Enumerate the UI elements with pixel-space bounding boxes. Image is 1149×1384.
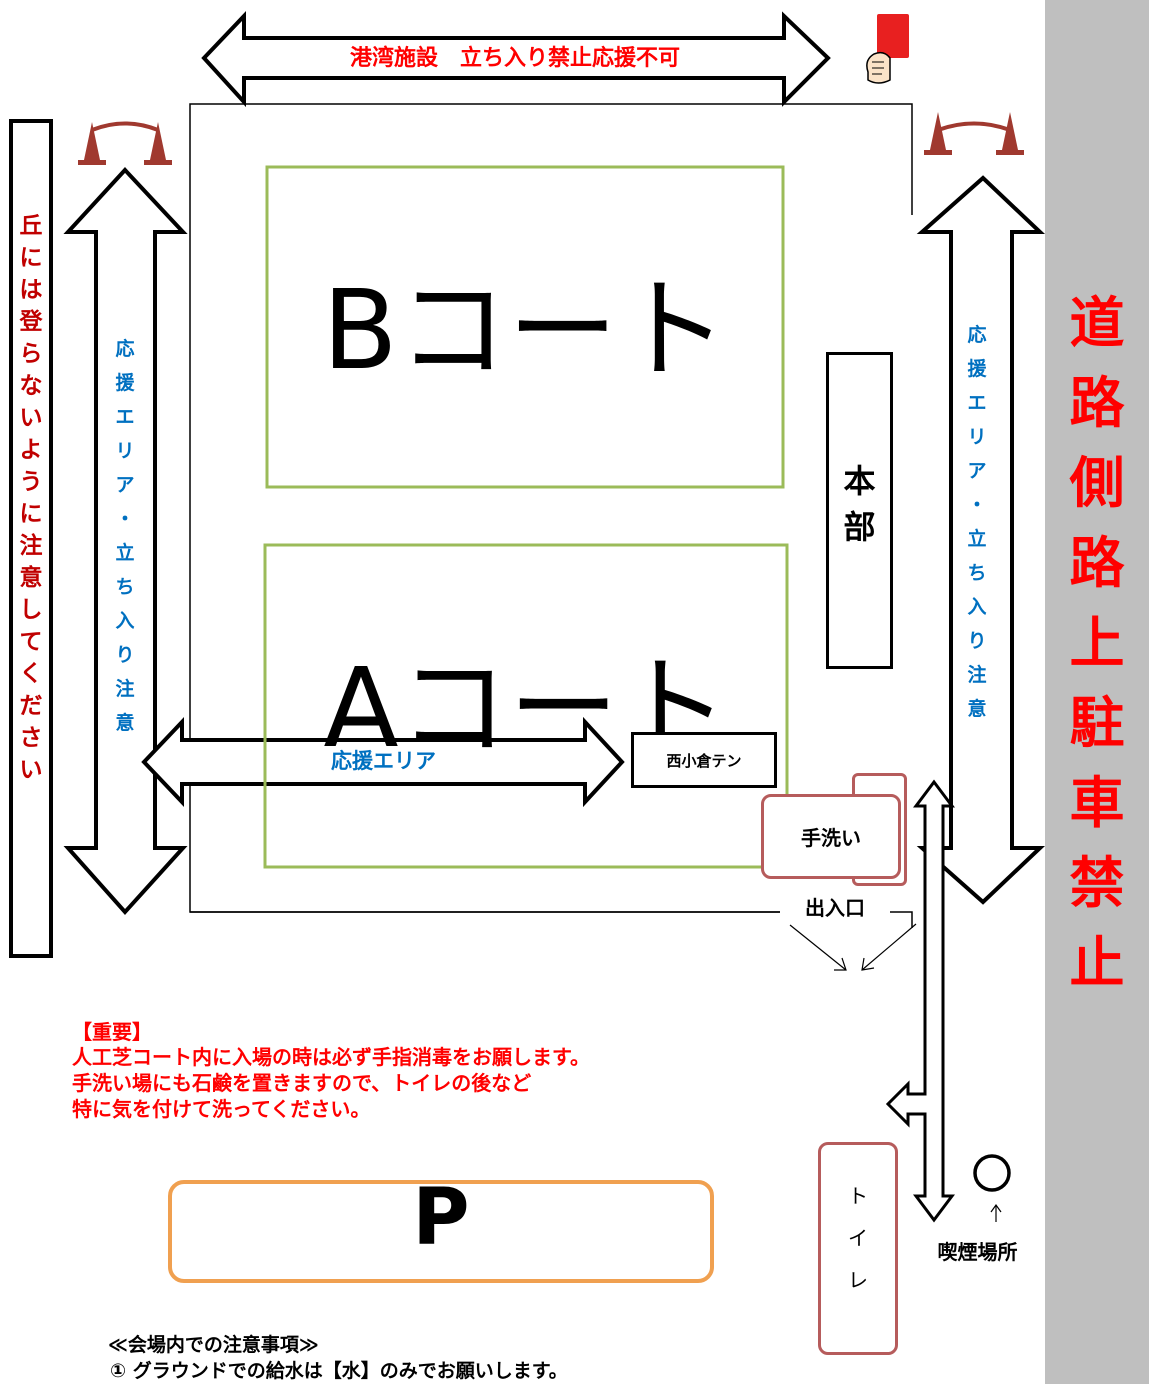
left-double-arrow bbox=[63, 167, 188, 915]
vertical-char: ア bbox=[115, 474, 135, 496]
vertical-char: 応 bbox=[115, 338, 135, 360]
vertical-char: 注 bbox=[19, 533, 43, 559]
notice-title: 【重要】 bbox=[72, 1020, 152, 1044]
vertical-char: 意 bbox=[967, 698, 987, 720]
handwash-label: 手洗い bbox=[801, 826, 861, 850]
cone-gate-left bbox=[78, 121, 172, 165]
footer-item-1: ① グラウンドでの給水は【水】のみでお願いします。 bbox=[110, 1360, 568, 1382]
vertical-char: ・ bbox=[115, 508, 135, 530]
vertical-char: 路 bbox=[1069, 531, 1125, 595]
vertical-char: 応 bbox=[967, 324, 987, 346]
smoking-pointer bbox=[990, 1203, 1002, 1222]
vertical-char: 登 bbox=[19, 309, 43, 335]
handwash-box: 手洗い bbox=[761, 794, 901, 879]
vertical-char: 立 bbox=[115, 542, 135, 564]
toilet-label: トイレ bbox=[848, 1186, 868, 1312]
road-side-sidebar: 道路側路上駐車禁止 bbox=[1045, 0, 1149, 1384]
vertical-char: う bbox=[19, 469, 43, 495]
tent-label: 西小倉テン bbox=[666, 751, 742, 770]
vertical-char: て bbox=[19, 629, 43, 655]
vertical-char: 立 bbox=[967, 528, 987, 550]
vertical-char: 上 bbox=[1069, 611, 1125, 675]
parking-box: P bbox=[168, 1172, 714, 1283]
vertical-char: 入 bbox=[967, 596, 987, 618]
court-b-outline bbox=[265, 165, 785, 489]
vertical-char: し bbox=[19, 597, 43, 623]
vertical-char: 援 bbox=[115, 372, 135, 394]
vertical-char: 意 bbox=[115, 712, 135, 734]
vertical-char: ・ bbox=[967, 494, 987, 516]
vertical-char: 意 bbox=[19, 565, 43, 591]
vertical-char: く bbox=[19, 661, 43, 687]
court-b-label: Bコート bbox=[322, 266, 728, 394]
vertical-char: 部 bbox=[843, 507, 876, 546]
no-parking-text: 道路側路上駐車禁止 bbox=[1045, 296, 1149, 1016]
vertical-char: 路 bbox=[1069, 371, 1125, 435]
vertical-char: い bbox=[19, 405, 43, 431]
parking-label: P bbox=[412, 1172, 470, 1263]
vertical-char: エ bbox=[115, 406, 135, 428]
left-support-text: 応援エリア・立ち入り注意 bbox=[110, 340, 140, 748]
vertical-char: だ bbox=[19, 693, 43, 719]
field-outline bbox=[189, 103, 913, 928]
vertical-char: 注 bbox=[115, 678, 135, 700]
red-card-icon bbox=[866, 14, 909, 84]
vertical-char: 本 bbox=[843, 461, 876, 500]
top-banner-text: 港湾施設 立ち入り禁止応援不可 bbox=[349, 46, 680, 71]
vertical-char: よ bbox=[19, 437, 43, 463]
vertical-char: さ bbox=[19, 725, 43, 751]
vertical-char: レ bbox=[848, 1267, 868, 1292]
vertical-char: リ bbox=[967, 426, 987, 448]
vertical-char: 車 bbox=[1069, 771, 1125, 835]
vertical-char: は bbox=[19, 277, 43, 303]
vertical-char: ア bbox=[967, 460, 987, 482]
left-warning-box bbox=[9, 119, 53, 958]
vertical-char: り bbox=[115, 644, 135, 666]
hq-box: 本部 bbox=[826, 352, 893, 669]
vertical-char: 駐 bbox=[1069, 691, 1125, 755]
vertical-char: ト bbox=[848, 1183, 868, 1208]
notice-line-2: 手洗い場にも石鹸を置きますので、トイレの後など bbox=[72, 1071, 532, 1095]
vertical-char: に bbox=[19, 501, 43, 527]
vertical-char: 禁 bbox=[1069, 851, 1125, 915]
vertical-char: に bbox=[19, 245, 43, 271]
right-double-arrow bbox=[916, 175, 1046, 905]
vertical-char: 注 bbox=[967, 664, 987, 686]
entrance-label: 出入口 bbox=[780, 896, 890, 920]
entrance-arrows bbox=[789, 923, 917, 971]
right-support-text: 応援エリア・立ち入り注意 bbox=[962, 326, 992, 734]
left-warning-text: 丘には登らないように注意してください bbox=[11, 215, 51, 791]
court-a-outline bbox=[263, 543, 789, 869]
vertical-char: な bbox=[19, 373, 43, 399]
vertical-char: 丘 bbox=[19, 213, 43, 239]
smoking-label: 喫煙場所 bbox=[937, 1240, 1018, 1264]
vertical-char: 道 bbox=[1069, 291, 1125, 355]
vertical-char: ち bbox=[115, 576, 135, 598]
vertical-char: ら bbox=[19, 341, 43, 367]
vertical-char: 側 bbox=[1069, 451, 1125, 515]
hq-label: 本部 bbox=[843, 465, 875, 557]
vertical-char: エ bbox=[967, 392, 987, 414]
vertical-char: ち bbox=[967, 562, 987, 584]
tent-box: 西小倉テン bbox=[631, 732, 777, 788]
vertical-char: 止 bbox=[1069, 931, 1125, 995]
smoking-circle bbox=[973, 1154, 1011, 1192]
toilet-box: トイレ bbox=[818, 1142, 898, 1355]
notice-line-1: 人工芝コート内に入場の時は必ず手指消毒をお願します。 bbox=[72, 1045, 590, 1069]
bottom-support-label: 応援エリア bbox=[331, 749, 436, 773]
vertical-char: リ bbox=[115, 440, 135, 462]
footer-heading: ≪会場内での注意事項≫ bbox=[108, 1334, 319, 1356]
vertical-char: イ bbox=[848, 1225, 868, 1250]
top-double-arrow bbox=[201, 11, 831, 108]
notice-line-3: 特に気を付けて洗ってください。 bbox=[72, 1097, 371, 1121]
vertical-char: 入 bbox=[115, 610, 135, 632]
walkway-arrow bbox=[885, 779, 955, 1223]
vertical-char: 援 bbox=[967, 358, 987, 380]
vertical-char: り bbox=[967, 630, 987, 652]
cone-gate-right bbox=[924, 112, 1024, 155]
vertical-char: い bbox=[19, 757, 43, 783]
